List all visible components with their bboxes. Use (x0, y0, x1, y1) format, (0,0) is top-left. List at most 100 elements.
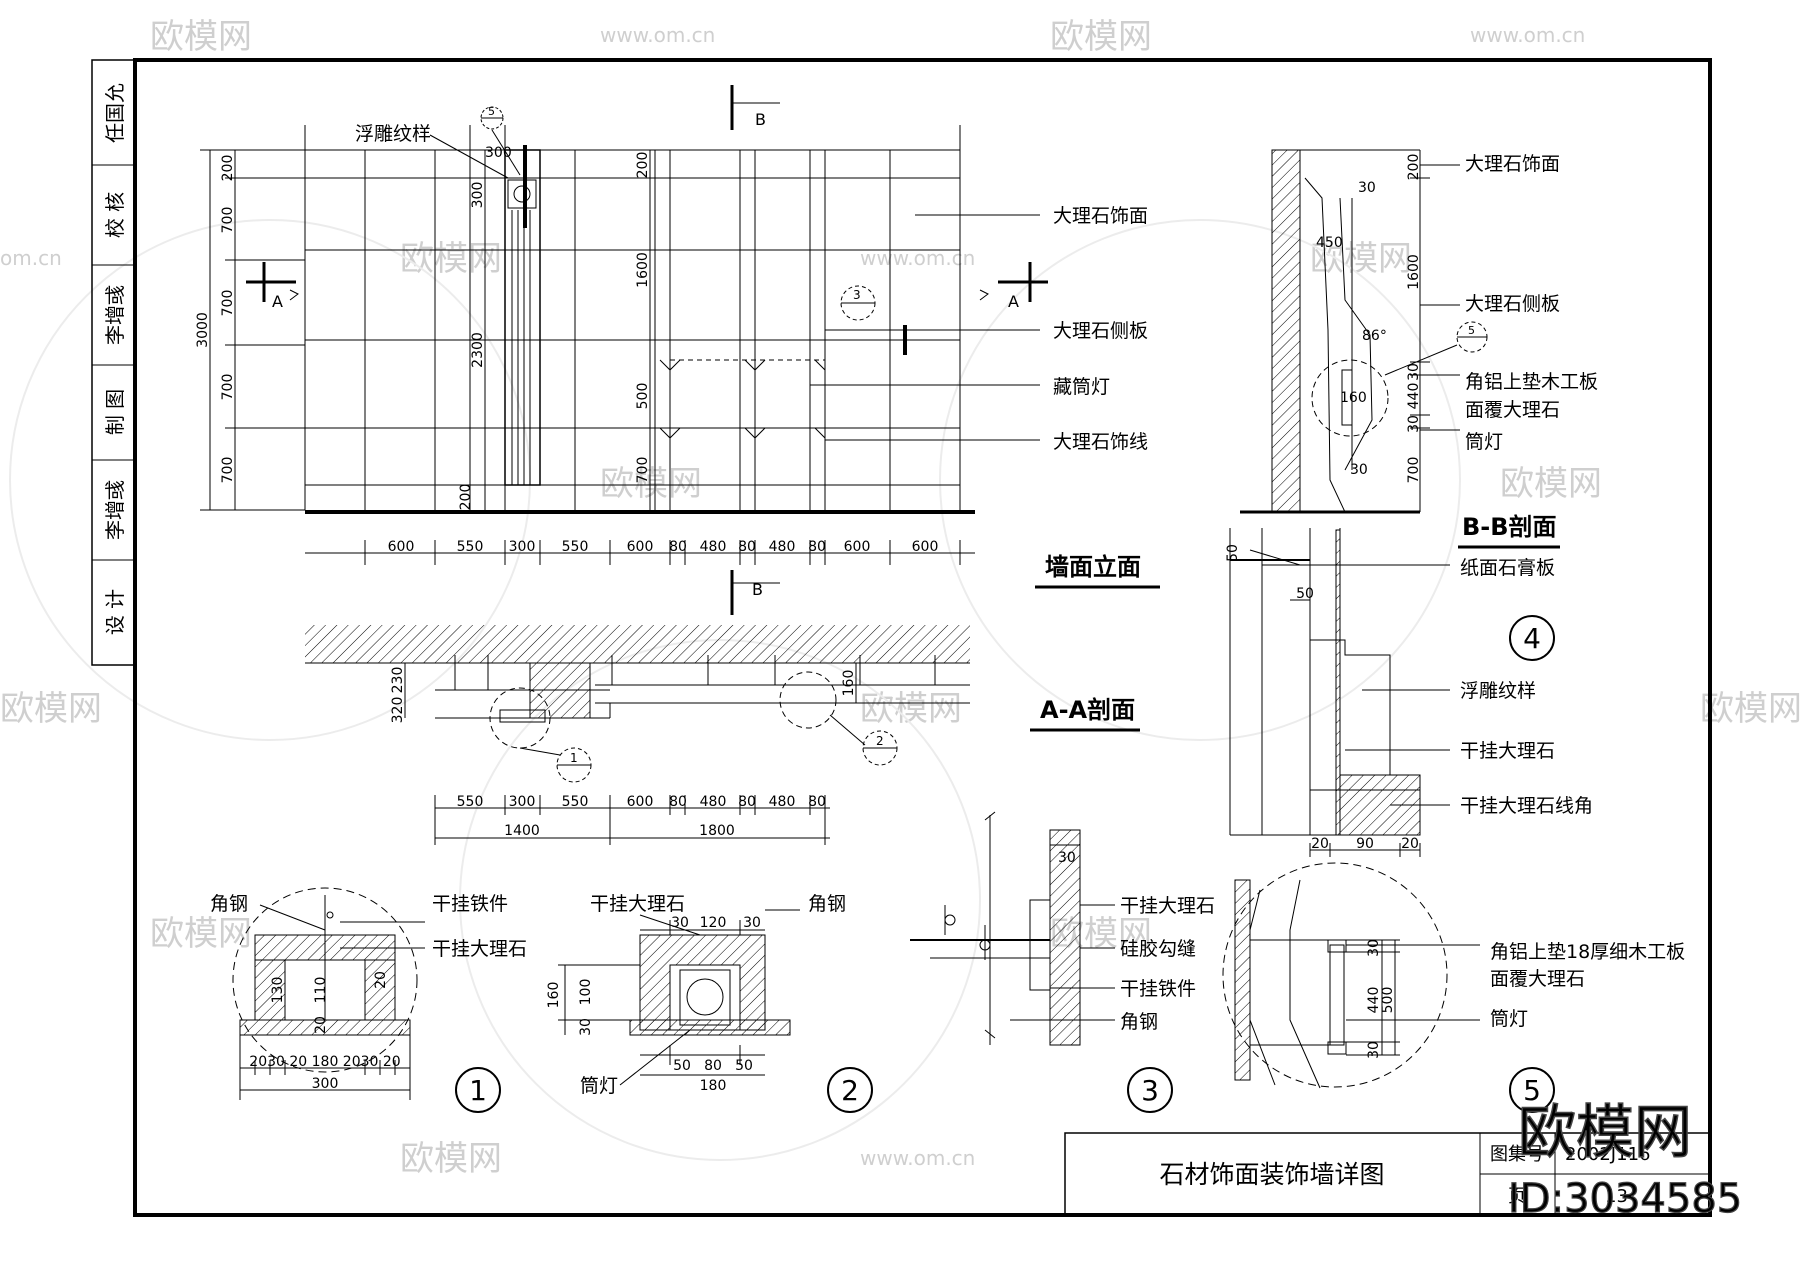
dim-text: 30 (1350, 462, 1368, 478)
detail-label: 干挂铁件 (432, 893, 508, 915)
watermark-brand-large: 欧模网 (1518, 1098, 1692, 1166)
callout-number: 5 (488, 105, 495, 118)
dim-text: 480 (769, 794, 796, 810)
detail-label: 干挂大理石 (432, 938, 527, 960)
watermark-brand: 欧模网 (1700, 689, 1800, 729)
bb-section (1240, 149, 1488, 514)
dim-text: 1600 (635, 252, 651, 288)
strip-cell: 校 核 (103, 192, 127, 238)
watermark-brand: 欧模网 (1050, 17, 1152, 57)
detail-label: 浮雕纹样 (1460, 680, 1536, 702)
dim-text: 300 (485, 145, 512, 161)
dim-text: 200 (635, 152, 651, 179)
bb-label: 角铝上垫木工板 (1465, 371, 1598, 393)
watermark-url: www.om.cn (600, 23, 715, 47)
dim-text: 1800 (699, 823, 735, 839)
dim-text: 300 (470, 182, 486, 209)
watermark-brand: 欧模网 (0, 689, 102, 729)
strip-cell: 设 计 (103, 589, 127, 635)
callout-number: 1 (570, 751, 578, 765)
elevation-label: 藏筒灯 (1053, 376, 1110, 398)
dim-text: 450 (1316, 235, 1343, 251)
elevation-label: 大理石饰面 (1053, 205, 1148, 227)
dim-text: 30 (743, 915, 761, 931)
detail-label: 纸面石膏板 (1460, 556, 1555, 579)
dim-text: 440 (1406, 383, 1422, 410)
dim-text: 500 (635, 383, 651, 410)
detail-number: 2 (841, 1074, 859, 1107)
page-number: 13 (1605, 1186, 1628, 1207)
bb-title: B-B剖面 (1462, 513, 1557, 541)
dim-text: 500 (1380, 987, 1396, 1014)
cut-letter: B (752, 580, 763, 599)
dim-text: 130 (270, 977, 286, 1004)
dim-text: 30 (578, 1018, 594, 1036)
dim-text: 700 (635, 457, 651, 484)
relief-label: 浮雕纹样 (355, 123, 431, 145)
detail-2-text: 干挂大理石 角钢 筒灯 30 120 30 160 100 30 50 80 5… (546, 893, 859, 1107)
dim-text: 20 (313, 1016, 329, 1034)
aa-section-text: B 230 320 160 1 2 550 300 550 600 80 480… (390, 580, 1135, 839)
dim-text: 160 (1340, 390, 1367, 406)
cut-letter: A (272, 292, 283, 311)
dim-text: 480 (700, 794, 727, 810)
bb-label: 大理石侧板 (1465, 293, 1560, 315)
dim-text: 80 (669, 794, 687, 810)
detail-number: 3 (1141, 1074, 1159, 1107)
bb-label: 筒灯 (1465, 431, 1503, 453)
dim-text: 30 (1406, 415, 1422, 433)
elevation-title: 墙面立面 (1045, 553, 1141, 581)
callout-number: 5 (1468, 324, 1475, 337)
dim-text: 30 (1058, 850, 1076, 866)
dim-text: 50 (1225, 544, 1241, 562)
dim-text: 30 (671, 915, 689, 931)
dim-text: 200 (1406, 154, 1422, 181)
detail-4-text: 50 50 20 90 20 纸面石膏板 浮雕纹样 干挂大理石 干挂大理石线角 … (1225, 544, 1593, 852)
dim-text: 600 (627, 794, 654, 810)
dim-text: 300 (509, 539, 536, 555)
drawing-title: 石材饰面装饰墙详图 (1159, 1160, 1384, 1189)
detail-number: 5 (1523, 1074, 1541, 1107)
detail-label: 角钢 (808, 893, 846, 915)
dim-text: 120 (700, 915, 727, 931)
detail-label: 硅胶勾缝 (1120, 938, 1196, 960)
dim-text: 80 (738, 539, 756, 555)
dim-text: 300 (509, 794, 536, 810)
detail-label: 角铝上垫18厚细木工板 (1490, 941, 1685, 963)
detail-number: 4 (1523, 622, 1541, 655)
detail-1 (232, 887, 501, 1113)
dim-text: 480 (700, 539, 727, 555)
dim-text: 80 (808, 539, 826, 555)
dim-text: 700 (220, 374, 236, 401)
dim-text: 320 (390, 697, 406, 724)
dim-text: 180 (700, 1078, 727, 1094)
dim-text: 30 (1406, 363, 1422, 381)
dim-text: 2030 20 180 2030 20 (249, 1054, 400, 1070)
watermark-brand: 欧模网 (1310, 239, 1412, 279)
dim-text: 440 (1366, 987, 1382, 1014)
page-label: 页 (1508, 1186, 1526, 1207)
detail-5 (1222, 862, 1555, 1113)
dim-text: 700 (220, 207, 236, 234)
detail-label: 筒灯 (1490, 1008, 1528, 1030)
dim-text: 550 (457, 539, 484, 555)
callout-number: 2 (876, 734, 884, 748)
dim-text: 230 (390, 667, 406, 694)
detail-1-text: 角钢 干挂铁件 干挂大理石 130 110 20 20 2030 20 180 … (210, 893, 527, 1107)
watermark-id-text: ID:3034585 (1508, 1176, 1742, 1222)
strip-cell: 制 图 (103, 389, 127, 435)
dim-text: 550 (562, 794, 589, 810)
detail-5-text: 30 440 500 30 角铝上垫18厚细木工板 面覆大理石 筒灯 5 (1366, 939, 1685, 1107)
detail-label: 干挂大理石 (1460, 740, 1555, 762)
callout-number: 3 (853, 288, 861, 302)
cut-letter: A (1008, 292, 1019, 311)
detail-label: 干挂铁件 (1120, 978, 1196, 1000)
dim-text: 700 (220, 290, 236, 317)
signature-strip: 任国允 校 核 李增彧 制 图 李增彧 设 计 (91, 59, 136, 666)
dim-text: 3000 (195, 312, 211, 348)
strip-cell: 任国允 (103, 83, 127, 143)
detail-label: 干挂大理石 (1120, 895, 1215, 917)
aa-section (305, 570, 970, 845)
elevation-text: 浮雕纹样 5 300 3 A A B 大理石饰面 大理石侧板 藏筒灯 大理石饰线… (195, 105, 1148, 581)
